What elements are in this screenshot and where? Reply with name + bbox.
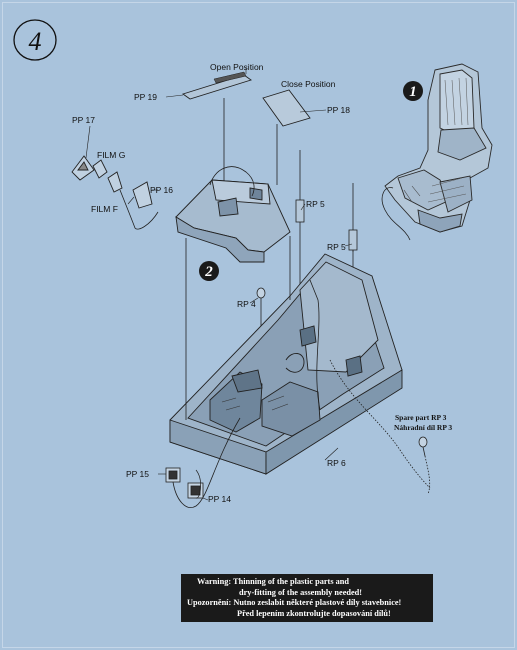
warning-line-3: Upozornění: Nutno zeslabit některé plast…: [187, 598, 402, 607]
label-pp16: PP 16: [150, 185, 173, 195]
spare-part-rp3: [418, 436, 428, 457]
part-2-coaming: [175, 179, 291, 263]
warning-line-2: dry-fitting of the assembly needed!: [239, 587, 363, 597]
cockpit-tub-rp6: [169, 253, 403, 475]
warning-line-1: Warning: Thinning of the plastic parts a…: [197, 577, 349, 586]
part-pp15: [165, 467, 181, 483]
label-nahradni: Náhradní díl RP 3: [394, 423, 452, 432]
label-open-position: Open Position: [210, 62, 264, 72]
label-pp14: PP 14: [208, 494, 231, 504]
label-pp15: PP 15: [126, 469, 149, 479]
part-pp19: [182, 71, 252, 100]
part-pp17-film: [71, 155, 153, 209]
label-pp19: PP 19: [134, 92, 157, 102]
step-number: 4: [29, 27, 42, 56]
label-pp17: PP 17: [72, 115, 95, 125]
callout-1: 1: [403, 81, 423, 101]
step-marker: 4: [13, 19, 57, 61]
svg-text:1: 1: [409, 84, 417, 100]
label-rp5-left: RP 5: [306, 199, 325, 209]
label-film-g: FILM G: [97, 150, 125, 160]
label-rp4: RP 4: [237, 299, 256, 309]
label-pp18: PP 18: [327, 105, 350, 115]
label-film-f: FILM F: [91, 204, 118, 214]
part-pp18: [262, 89, 311, 127]
warning-line-4: Před lepením zkontrolujte dopasování díl…: [237, 608, 391, 618]
label-rp5-right: RP 5: [327, 242, 346, 252]
part-rp4: [256, 287, 266, 322]
label-rp6: RP 6: [327, 458, 346, 468]
callout-2: 2: [199, 261, 219, 281]
warning-box: Warning: Thinning of the plastic parts a…: [181, 574, 433, 622]
ejection-seat: [384, 63, 493, 233]
svg-text:2: 2: [204, 264, 213, 280]
label-close-position: Close Position: [281, 79, 336, 89]
label-spare-part: Spare part RP 3: [395, 413, 447, 422]
